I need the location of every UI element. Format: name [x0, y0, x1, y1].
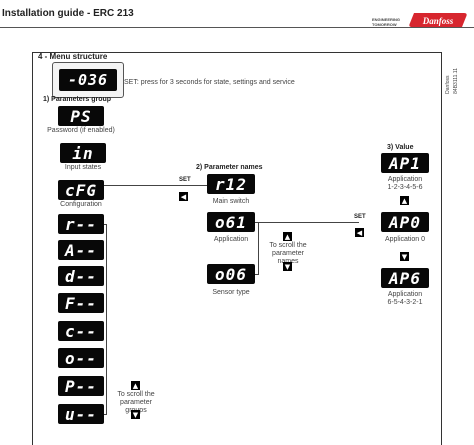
names-bracket-vertical: [258, 222, 259, 274]
lcd-application-0: AP0: [381, 212, 429, 232]
label-input-states: Input states: [64, 164, 102, 171]
group-bracket-top: [104, 224, 107, 225]
lcd-group-a: A--: [58, 240, 104, 260]
parameter-names-heading: 2) Parameter names: [196, 164, 263, 171]
danfoss-logo: Danfoss: [409, 13, 467, 27]
label-password: Password (if enabled): [47, 127, 115, 134]
section-title: 4 - Menu structure: [38, 52, 108, 61]
parameters-group-heading: 1) Parameters group: [43, 96, 112, 103]
page-header-title: Installation guide - ERC 213: [2, 8, 134, 19]
back-icon-2: ◀: [355, 228, 364, 237]
label-configuration: Configuration: [60, 201, 102, 208]
group-bracket-vertical: [106, 224, 107, 414]
scroll-up-icon: ▲: [131, 381, 140, 390]
scroll-names-down-icon: ▼: [283, 262, 292, 271]
controller-unit: -036: [52, 62, 124, 98]
lcd-main-switch: r12: [207, 174, 255, 194]
set-press-note: SET: press for 3 seconds for state, sett…: [124, 79, 295, 86]
lcd-group-u: u--: [58, 404, 104, 424]
lcd-application: o61: [207, 212, 255, 232]
lcd-group-o: o--: [58, 348, 104, 368]
value-up-icon: ▲: [400, 196, 409, 205]
label-application-1: Application 1-2-3-4-5-6: [387, 176, 423, 191]
menu-structure-panel: [32, 52, 442, 445]
set-label-2: SET: [354, 214, 366, 220]
group-bracket-bottom: [104, 414, 107, 415]
lcd-sensor-type: o06: [207, 264, 255, 284]
lcd-group-r: r--: [58, 214, 104, 234]
label-application-6: Application 6-5-4-3-2-1: [387, 291, 423, 306]
set-label-1: SET: [179, 177, 191, 183]
brand-tagline: ENGINEERING TOMORROW: [372, 17, 401, 27]
value-down-icon: ▼: [400, 252, 409, 261]
back-icon-1: ◀: [179, 192, 188, 201]
names-bracket-bottom: [255, 274, 259, 275]
lcd-group-p: P--: [58, 376, 104, 396]
label-sensor-type: Sensor type: [212, 289, 250, 296]
lcd-password: PS: [58, 106, 104, 126]
lcd-input-states: in: [60, 143, 106, 163]
scroll-names-up-icon: ▲: [283, 232, 292, 241]
controller-display: -036: [59, 69, 117, 91]
lcd-group-f: F--: [58, 293, 104, 313]
lcd-application-6: AP6: [381, 268, 429, 288]
label-application-0: Application 0: [384, 236, 426, 243]
brand-name: Danfoss: [422, 16, 454, 26]
lcd-group-d: d--: [58, 266, 104, 286]
label-application: Application: [213, 236, 249, 243]
scroll-names-text: To scroll the parameter names: [269, 242, 307, 265]
label-main-switch: Main switch: [212, 198, 250, 205]
lcd-group-c: c--: [58, 321, 104, 341]
scroll-down-icon: ▼: [131, 410, 140, 419]
connector-names-to-value: [255, 222, 359, 223]
value-heading: 3) Value: [387, 144, 414, 151]
connector-config-to-names: [104, 185, 208, 186]
lcd-application-1: AP1: [381, 153, 429, 173]
lcd-configuration: cFG: [58, 180, 104, 200]
side-code: Danfoss 84B3111.11: [445, 68, 459, 94]
header-divider: [0, 27, 474, 28]
